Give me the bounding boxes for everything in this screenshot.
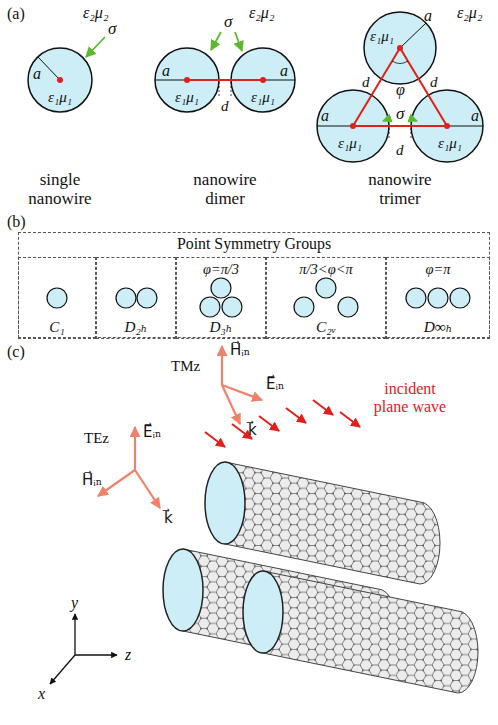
- gap-label: d: [396, 142, 404, 159]
- angle-condition: φ=π/3: [177, 261, 265, 277]
- material-label: ε₁μ₁: [175, 89, 199, 106]
- group-name: D₃ₕ: [177, 319, 265, 335]
- radius-label: a: [424, 7, 432, 25]
- cylinder-body: [263, 571, 478, 693]
- wavevector-label: k⃗: [248, 422, 257, 439]
- panel-letter: (a): [7, 5, 25, 23]
- group-name: D∞ₕ: [387, 319, 489, 335]
- gap-label: d: [430, 74, 438, 91]
- structure-caption: single nanowire: [20, 171, 100, 208]
- symmetry-cell: C₁: [18, 257, 96, 339]
- axis-label: x: [38, 685, 45, 703]
- conductivity-label: σ: [224, 13, 232, 32]
- symmetry-cell: D₂ₕ: [96, 257, 176, 339]
- field-label: E⃗ᵢₙ: [266, 376, 284, 393]
- material-label: ε₁μ₁: [370, 28, 394, 45]
- symmetry-cell: φ=πD∞ₕ: [386, 257, 490, 339]
- panel-letter: (b): [7, 213, 26, 231]
- material-label: ε₁μ₁: [48, 89, 72, 106]
- symmetry-panel: Point Symmetry GroupsC₁D₂ₕφ=π/3D₃ₕπ/3<φ<…: [18, 232, 490, 338]
- field-label: H⃗ᵢₙ: [230, 342, 250, 359]
- group-name: D₂ₕ: [97, 319, 175, 335]
- polarization-label: TEz: [84, 430, 109, 447]
- panel-letter: (c): [7, 343, 25, 361]
- structure-caption: nanowire trimer: [360, 171, 440, 208]
- symmetry-icons: [47, 278, 470, 317]
- cylinder-body: [263, 571, 478, 693]
- material-label: ε₁μ₁: [251, 89, 275, 106]
- cylinder-face: [243, 571, 283, 653]
- radius-label: a: [471, 107, 479, 125]
- axis-label: z: [125, 646, 131, 664]
- radius-label: a: [280, 62, 288, 80]
- wavevector-label: k⃗: [164, 510, 173, 527]
- conductivity-label: σ: [396, 105, 404, 124]
- material-label: ε₂μ₂: [249, 4, 274, 22]
- graphene-cylinders: [163, 462, 478, 693]
- material-label: ε₁μ₁: [438, 135, 462, 152]
- conductivity-label: σ: [108, 20, 116, 39]
- radius-label: a: [33, 65, 41, 83]
- polarization-label: TMz: [171, 358, 200, 375]
- annotation: incident plane wave: [365, 380, 455, 415]
- material-label: ε₁μ₁: [338, 135, 362, 152]
- symmetry-cell: π/3<φ<πC₂ᵥ: [266, 257, 386, 339]
- panel-heading: Point Symmetry Groups: [19, 233, 489, 255]
- material-label: ε₂μ₂: [457, 4, 482, 22]
- gap-label: d: [221, 98, 229, 115]
- angle-label: φ: [396, 81, 405, 99]
- group-name: C₁: [19, 319, 95, 335]
- nanowire-single: [28, 37, 105, 112]
- nanowire-trimer: [317, 12, 483, 162]
- plane-wave-arrows: [205, 400, 360, 447]
- group-name: C₂ᵥ: [267, 319, 385, 335]
- axes: [50, 614, 117, 684]
- field-label: H⃗ᵢₙ: [82, 472, 102, 489]
- structure-caption: nanowire dimer: [185, 171, 265, 208]
- cylinder-face: [205, 462, 245, 544]
- cylinder-face: [163, 549, 203, 631]
- radius-label: a: [162, 62, 170, 80]
- axis-label: y: [71, 594, 78, 612]
- material-label: ε₂μ₂: [83, 4, 108, 22]
- symmetry-cell: φ=π/3D₃ₕ: [176, 257, 266, 339]
- field-label: E⃗ᵢₙ: [143, 424, 161, 441]
- angle-condition: φ=π: [387, 261, 489, 277]
- radius-label: a: [321, 107, 329, 125]
- angle-condition: π/3<φ<π: [267, 261, 385, 277]
- gap-label: d: [362, 74, 370, 91]
